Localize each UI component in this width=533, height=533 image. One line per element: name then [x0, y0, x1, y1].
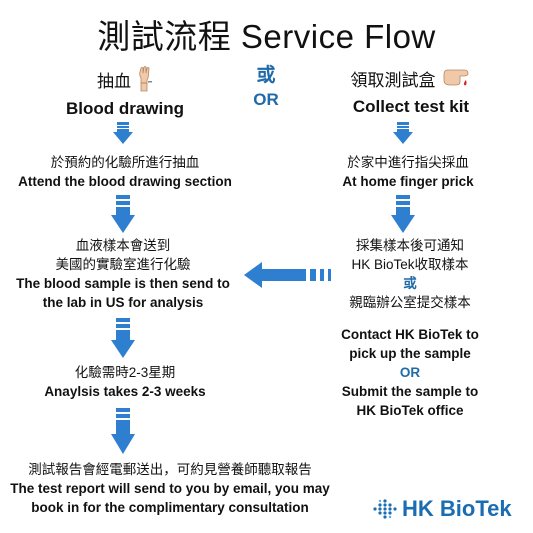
final-step-en2: book in for the complimentary consultati… — [31, 500, 309, 515]
right-step-3-en1: Contact HK BioTek to — [341, 327, 479, 342]
page-title: 測試流程 Service Flow — [97, 18, 436, 55]
right-step-2-zh1: 採集樣本後可通知 — [356, 238, 464, 253]
down-arrow-icon — [393, 122, 413, 144]
final-step-zh: 測試報告會經電郵送出，可約見營養師聽取報告 — [28, 462, 312, 477]
right-step-2-zh3: 親臨辦公室提交樣本 — [349, 295, 471, 310]
left-step-3-zh: 化驗需時2-3星期 — [74, 365, 176, 380]
biotek-logo-icon — [373, 499, 397, 519]
logo-text: HK BioTek — [402, 496, 512, 521]
right-step-3-or: OR — [399, 365, 421, 380]
left-step-2: 血液樣本會送到 美國的實驗室進行化驗 The blood sample is t… — [0, 236, 246, 312]
arm-icon — [135, 66, 153, 97]
left-step-3-en: Anaylsis takes 2-3 weeks — [44, 384, 206, 399]
or-en: OR — [253, 90, 279, 109]
left-header-zh: 抽血 — [97, 72, 131, 91]
right-header-en: Collect test kit — [352, 97, 470, 116]
down-arrow-icon — [111, 195, 135, 233]
right-step-3-en4: HK BioTek office — [356, 403, 464, 418]
left-step-1-en: Attend the blood drawing section — [18, 174, 232, 189]
right-step-1-zh: 於家中進行指尖採血 — [347, 155, 469, 170]
left-step-2-en1: The blood sample is then send to — [16, 276, 230, 291]
final-step: 測試報告會經電郵送出，可約見營養師聽取報告 The test report wi… — [0, 460, 340, 517]
right-step-2-or: 或 — [403, 276, 417, 291]
right-step-2-zh2: HK BioTek收取樣本 — [351, 257, 469, 272]
or-zh: 或 — [256, 65, 276, 86]
right-step-3: Contact HK BioTek to pick up the sample … — [318, 325, 502, 420]
right-header: 領取測試盒 Collect test kit — [326, 66, 496, 116]
final-step-en1: The test report will send to you by emai… — [10, 481, 330, 496]
biotek-logo: HK BioTek — [372, 496, 512, 522]
left-step-3: 化驗需時2-3星期 Anaylsis takes 2-3 weeks — [10, 363, 240, 401]
down-arrow-icon — [111, 318, 135, 358]
right-header-zh: 領取測試盒 — [350, 71, 436, 90]
left-step-1: 於預約的化驗所進行抽血 Attend the blood drawing sec… — [10, 153, 240, 191]
left-step-1-zh: 於預約的化驗所進行抽血 — [50, 155, 200, 170]
right-step-3-en3: Submit the sample to — [341, 384, 479, 399]
left-header: 抽血 Blood drawing — [40, 66, 210, 118]
left-arrow-icon — [244, 262, 331, 288]
down-arrow-icon — [111, 408, 135, 454]
left-step-2-zh1: 血液樣本會送到 — [75, 238, 171, 253]
left-header-en: Blood drawing — [65, 99, 185, 118]
right-step-3-en2: pick up the sample — [349, 346, 471, 361]
or-block: 或 OR — [236, 66, 296, 109]
right-step-2: 採集樣本後可通知 HK BioTek收取樣本 或 親臨辦公室提交樣本 — [318, 236, 502, 312]
left-step-2-en2: the lab in US for analysis — [42, 295, 204, 310]
right-step-1-en: At home finger prick — [342, 174, 474, 189]
left-step-2-zh2: 美國的實驗室進行化驗 — [55, 257, 191, 272]
down-arrow-icon — [113, 122, 133, 144]
right-step-1: 於家中進行指尖採血 At home finger prick — [308, 153, 508, 191]
finger-prick-icon — [442, 66, 472, 95]
down-arrow-icon — [391, 195, 415, 233]
